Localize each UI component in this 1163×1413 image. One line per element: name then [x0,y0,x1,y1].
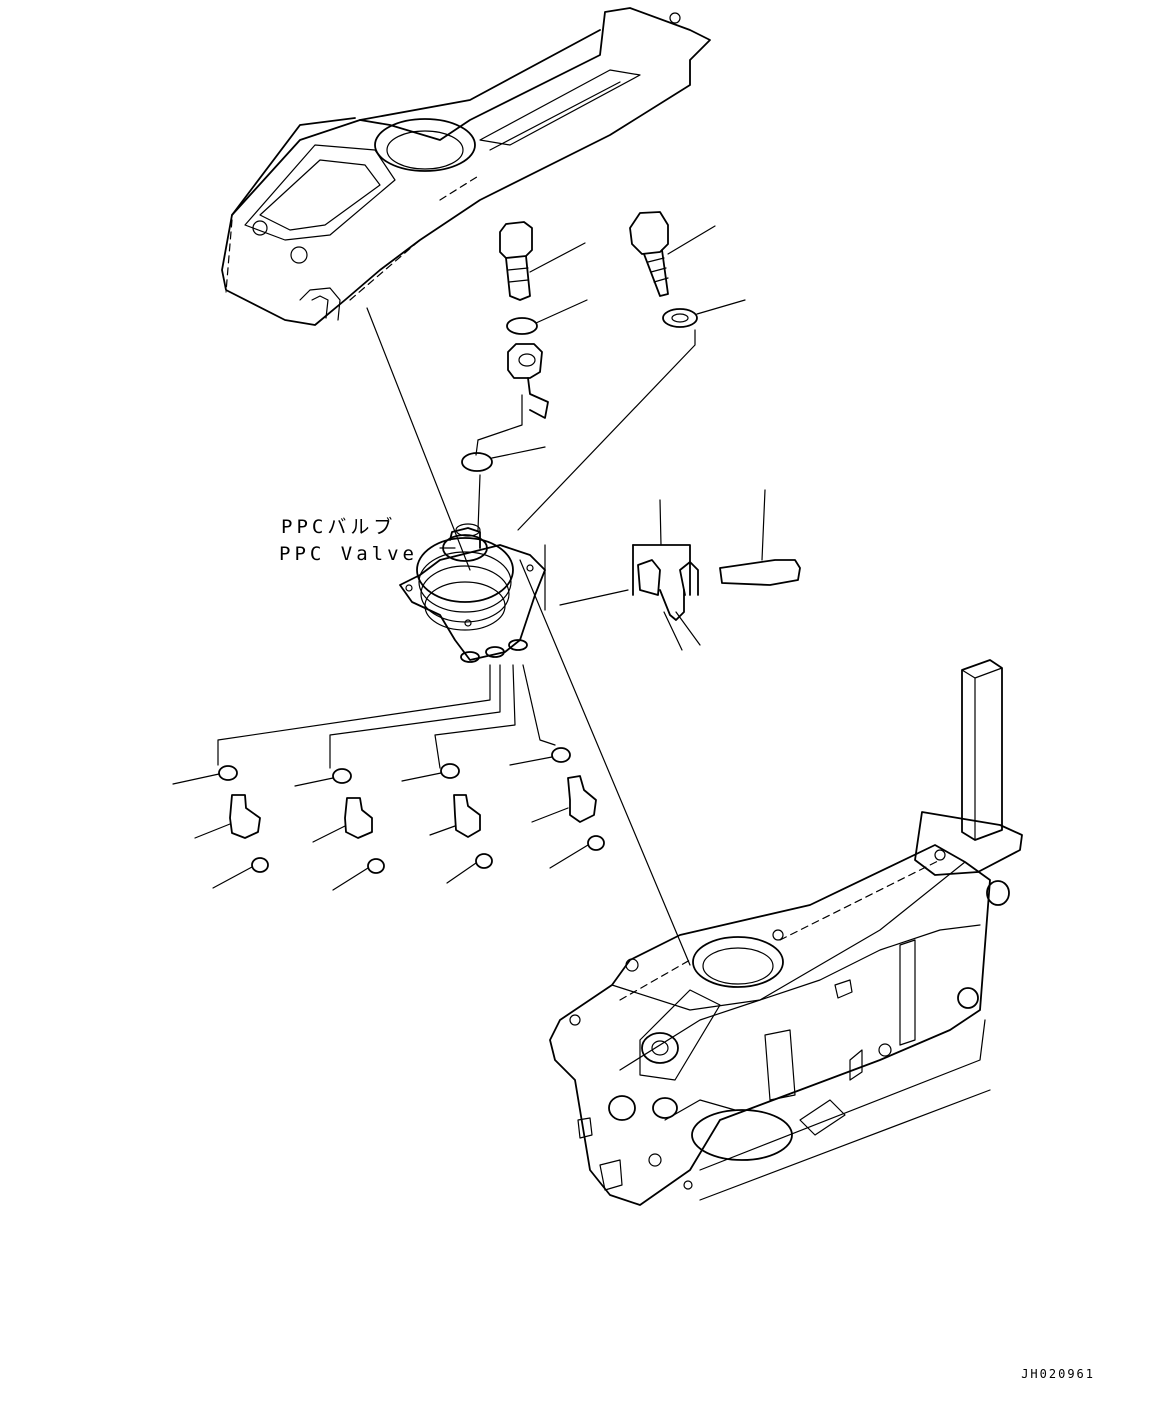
fittings-row [172,747,605,891]
drawing-id: JH020961 [1021,1367,1095,1381]
callout-label-jp: PPCバルブ [281,516,397,538]
callout-label-en: PPC Valve [279,543,418,565]
console-frame [549,659,1023,1206]
o-ring-upper [461,446,546,472]
hex-bolt-washer [629,211,746,328]
clevis-and-pin [632,489,801,651]
leader-lines [217,307,696,966]
console-cover [221,7,711,326]
ppc-valve [399,523,546,663]
top-bolt-assembly [499,221,588,419]
